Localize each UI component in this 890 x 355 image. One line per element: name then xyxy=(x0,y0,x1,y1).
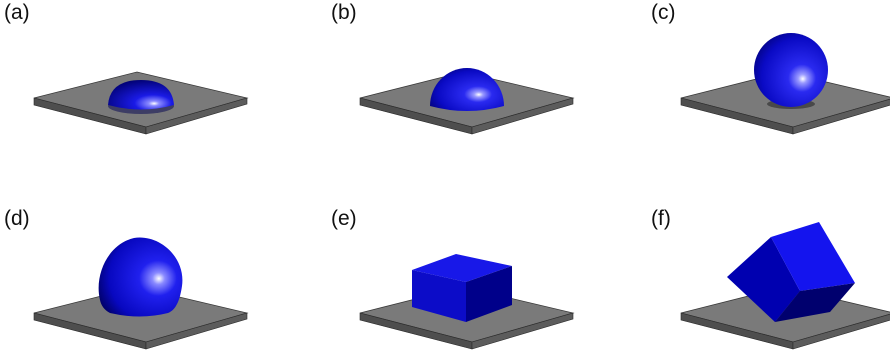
panel-d xyxy=(33,237,249,350)
sphere xyxy=(754,33,828,109)
hemisphere xyxy=(430,68,504,111)
cube-front-face xyxy=(771,222,855,291)
plate-right-face xyxy=(792,98,890,135)
panel-label-b: (b) xyxy=(331,1,357,24)
cube-tilted xyxy=(727,222,855,322)
plate-right-face xyxy=(792,313,890,350)
plate-right-face xyxy=(471,97,574,135)
panel-label-e: (e) xyxy=(331,207,357,230)
spherical-cap-low xyxy=(108,80,174,114)
panel-label-d: (d) xyxy=(4,207,30,230)
cube-side-face xyxy=(466,266,512,322)
panel-b xyxy=(359,68,575,135)
plate-right-face xyxy=(145,97,248,135)
panel-f xyxy=(680,222,890,350)
teardrop-droplet xyxy=(98,237,183,317)
panel-label-c: (c) xyxy=(651,1,676,24)
cube-top-face xyxy=(412,254,512,282)
cube-left-face xyxy=(727,237,800,322)
cube-front-face xyxy=(412,270,466,322)
panel-e xyxy=(359,254,575,350)
cube-bottom-face xyxy=(775,283,855,322)
base-plate-d xyxy=(33,286,249,350)
cube-flat xyxy=(412,254,512,322)
plate-right-face xyxy=(471,312,574,350)
plate-right-face xyxy=(145,312,248,350)
panel-label-a: (a) xyxy=(4,1,30,24)
panel-c xyxy=(680,33,890,135)
panel-a xyxy=(33,71,249,135)
panel-label-f: (f) xyxy=(651,207,671,230)
